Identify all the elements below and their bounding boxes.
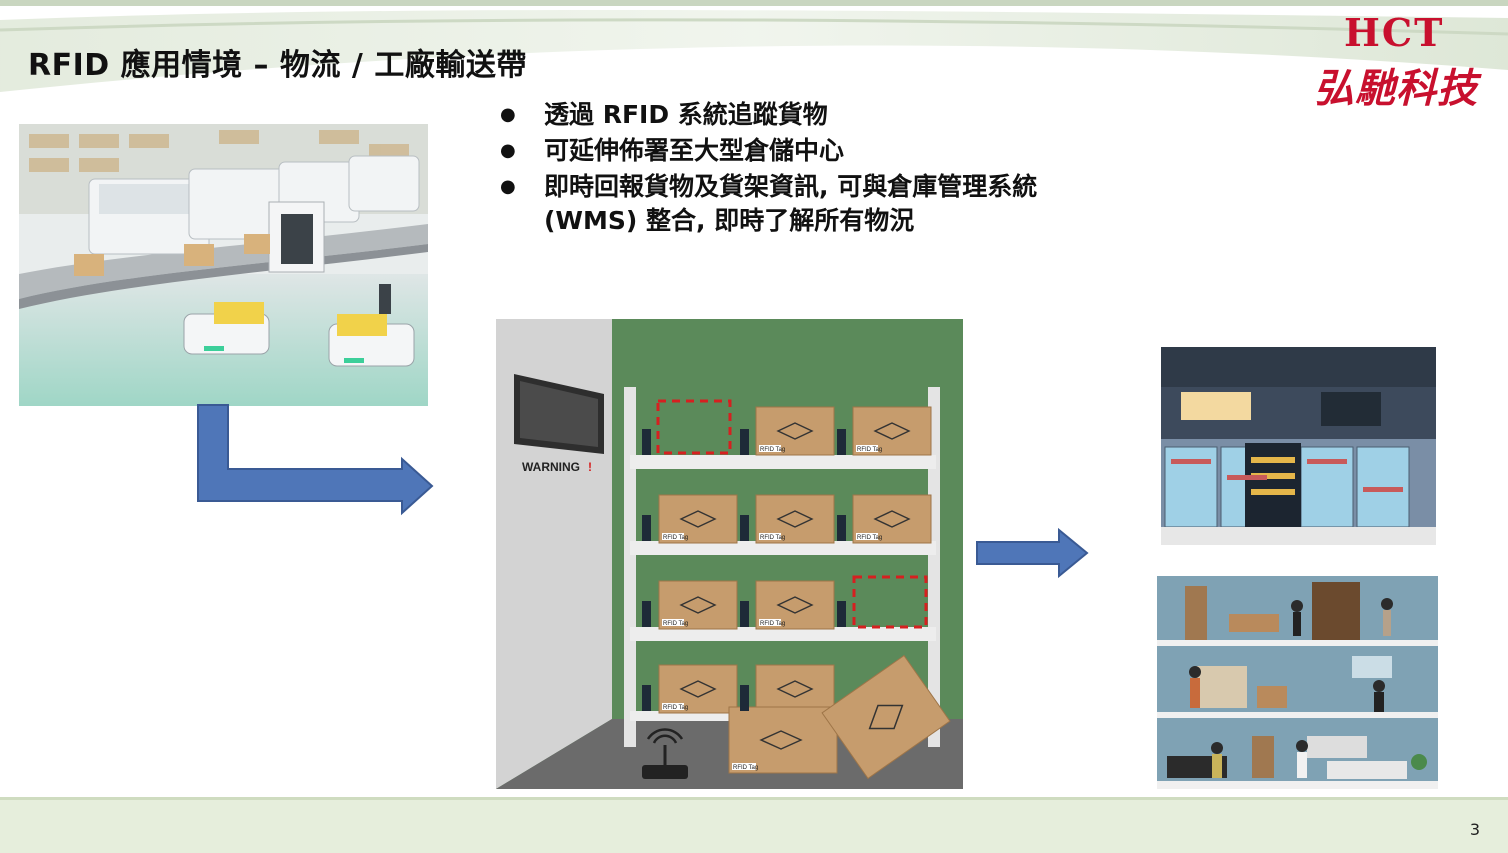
rfid-tag-label: RFID Tag [760, 447, 785, 453]
rfid-tag-label: RFID Tag [663, 621, 688, 627]
warning-mark: ! [588, 460, 592, 474]
bullet-text: 即時回報貨物及貨架資訊, 可與倉庫管理系統 (WMS) 整合, 即時了解所有物況 [544, 172, 1038, 235]
bullet-text: 可延伸佈署至大型倉儲中心 [544, 136, 845, 165]
factory-conveyor-image [19, 124, 428, 406]
rfid-tag-label: RFID Tag [857, 447, 882, 453]
bullet-dot-icon: ● [500, 176, 516, 197]
warning-label: WARNING [522, 460, 580, 474]
footer-divider [0, 797, 1508, 800]
bullet-item: ● 透過 RFID 系統追蹤貨物 [500, 98, 1080, 132]
rfid-tag-label: RFID Tag [733, 765, 758, 771]
bullet-dot-icon: ● [500, 140, 516, 161]
slide-footer: 3 [0, 800, 1508, 853]
router-icon [642, 728, 688, 779]
slide-title: RFID 應用情境 – 物流 / 工廠輸送帶 [28, 48, 527, 83]
bullet-dot-icon: ● [500, 104, 516, 125]
rfid-tag-label: RFID Tag [857, 535, 882, 541]
flow-arrow-bent-icon [197, 404, 434, 516]
rfid-tag-label: RFID Tag [663, 535, 688, 541]
retail-store-image [1161, 347, 1436, 545]
logo-text-zh: 弘馳科技 [1314, 65, 1478, 112]
flow-arrow-right-icon [976, 527, 1089, 579]
logo-text-en: HCT [1344, 10, 1445, 55]
warehouse-shelf-image: WARNING ! [496, 319, 963, 789]
office-building-image [1157, 576, 1438, 789]
rfid-tag-label: RFID Tag [760, 621, 785, 627]
company-logo: HCT 弘馳科技 [1306, 10, 1502, 112]
bullet-text: 透過 RFID 系統追蹤貨物 [544, 100, 828, 129]
rfid-tag-label: RFID Tag [663, 705, 688, 711]
bullet-item: ● 即時回報貨物及貨架資訊, 可與倉庫管理系統 (WMS) 整合, 即時了解所有物… [500, 170, 1064, 238]
bullet-item: ● 可延伸佈署至大型倉儲中心 [500, 134, 1080, 168]
rfid-tag-label: RFID Tag [760, 535, 785, 541]
page-number: 3 [1469, 820, 1480, 839]
bullet-list: ● 透過 RFID 系統追蹤貨物 ● 可延伸佈署至大型倉儲中心 ● 即時回報貨物及貨架… [500, 98, 1080, 240]
header-swoosh [0, 0, 1508, 93]
